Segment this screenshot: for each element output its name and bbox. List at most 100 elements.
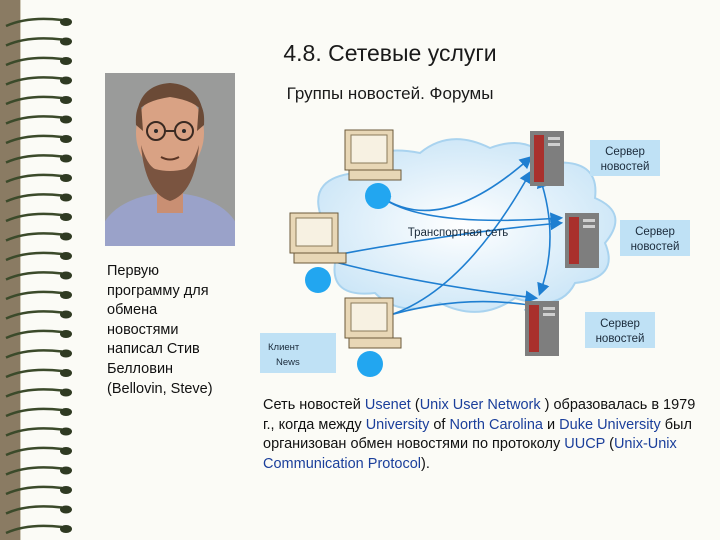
binding-hole	[60, 271, 72, 280]
binding-ring	[5, 310, 63, 320]
portrait-photo	[105, 73, 235, 246]
caption-text: (	[605, 436, 614, 453]
caption-term: UUCP	[564, 436, 606, 453]
binding-ring	[5, 271, 63, 281]
client-node	[305, 267, 331, 293]
server-label-line1: Сервер	[600, 318, 640, 330]
binding-ring	[5, 524, 63, 535]
server-label-line1: Сервер	[635, 226, 675, 238]
client-label-line2: News	[276, 357, 300, 368]
binding-hole	[60, 525, 72, 533]
binding-hole	[60, 388, 72, 397]
caption-text: (	[410, 397, 420, 413]
binding-hole	[60, 310, 72, 319]
binding-ring	[5, 388, 63, 398]
caption-term: Duke	[559, 416, 594, 433]
client-node	[357, 351, 383, 377]
server-icon	[525, 301, 559, 356]
author-note-line: написал Стив	[107, 341, 200, 358]
caption-text: of	[429, 416, 450, 433]
binding-hole	[60, 408, 72, 416]
binding-hole	[60, 505, 72, 514]
binding-ring	[5, 232, 63, 242]
author-note-line: новостями	[107, 321, 179, 338]
binding-ring	[5, 407, 63, 418]
binding-hole	[60, 18, 72, 26]
usenet-caption: Сеть новостей Usenet (Unix User Network …	[263, 396, 703, 474]
binding-ring	[5, 505, 63, 515]
caption-term: Unix	[419, 397, 449, 413]
spiral-binding	[5, 17, 72, 535]
binding-ring	[5, 349, 63, 359]
server-icon	[530, 131, 564, 186]
binding-ring	[5, 95, 63, 106]
binding-ring	[5, 427, 63, 437]
binding-ring	[5, 368, 63, 379]
binding-hole	[60, 252, 72, 260]
binding-hole	[60, 57, 72, 65]
caption-term: Carolina	[489, 416, 543, 433]
caption-text: ).	[420, 455, 430, 472]
binding-hole	[60, 427, 72, 436]
binding-ring	[5, 251, 63, 262]
binding-ring	[5, 17, 63, 28]
caption-term: University	[365, 416, 430, 433]
caption-text: и	[543, 416, 560, 433]
binding-ring	[5, 56, 63, 67]
binding-ring	[5, 485, 63, 496]
binding-ring	[5, 466, 63, 476]
client-node	[365, 183, 391, 209]
binding-hole	[60, 486, 72, 494]
binding-hole	[60, 213, 72, 221]
server-label-box: Сервер новостей	[590, 140, 660, 176]
binding-hole	[60, 291, 72, 299]
computer-icon	[344, 129, 402, 181]
computer-icon	[344, 297, 402, 349]
author-note-line: (Bellovin, Steve)	[107, 380, 213, 397]
computer-icon	[289, 212, 347, 264]
caption-text: был организован обмен новостями по прото…	[263, 416, 692, 453]
binding-hole	[60, 135, 72, 143]
server-label-box: Сервер новостей	[585, 312, 655, 348]
binding-hole	[60, 76, 72, 85]
caption-term: User	[452, 397, 484, 413]
binding-hole	[60, 232, 72, 241]
binding-ring	[5, 290, 63, 301]
slide-title: 4.8. Сетевые услуги	[283, 40, 497, 66]
author-note-line: Белловин	[107, 360, 174, 377]
server-label-box: Сервер новостей	[620, 220, 690, 256]
author-note-line: обмена	[107, 302, 158, 319]
author-note-line: Первую	[107, 263, 160, 279]
binding-hole	[60, 154, 72, 163]
binding-ring	[5, 134, 63, 145]
binding-hole	[60, 193, 72, 202]
caption-text: ) образовалась в 1979 г., когда между	[263, 397, 696, 433]
caption-term: Network	[487, 397, 541, 413]
binding-hole	[60, 174, 72, 182]
binding-ring	[5, 76, 63, 86]
binding-ring	[5, 446, 63, 457]
binding-hole	[60, 330, 72, 338]
binding-ring	[5, 193, 63, 203]
binding-ring	[5, 115, 63, 125]
binding-hole	[60, 115, 72, 124]
server-label-line2: новостей	[601, 161, 650, 173]
caption-term: Protocol	[367, 455, 421, 472]
transport-network-label: Транспортная сеть	[408, 227, 509, 239]
server-icon	[565, 213, 599, 268]
network-diagram: Сервер новостей Сервер новостей Сервер н…	[260, 129, 690, 377]
binding-hole	[60, 447, 72, 455]
binding-hole	[60, 37, 72, 46]
caption-text: Сеть новостей	[263, 397, 365, 413]
caption-term: North	[449, 416, 485, 433]
caption-term: Communication	[263, 455, 364, 472]
binding-ring	[5, 329, 63, 340]
server-label-line2: новостей	[596, 333, 645, 345]
binding-ring	[5, 212, 63, 223]
server-label-line1: Сервер	[605, 146, 645, 158]
server-label-line2: новостей	[631, 241, 680, 253]
author-note: Первую программу для обмена новостями на…	[107, 262, 247, 399]
author-note-line: программу для	[107, 282, 209, 299]
binding-ring	[5, 37, 63, 47]
binding-hole	[60, 96, 72, 104]
